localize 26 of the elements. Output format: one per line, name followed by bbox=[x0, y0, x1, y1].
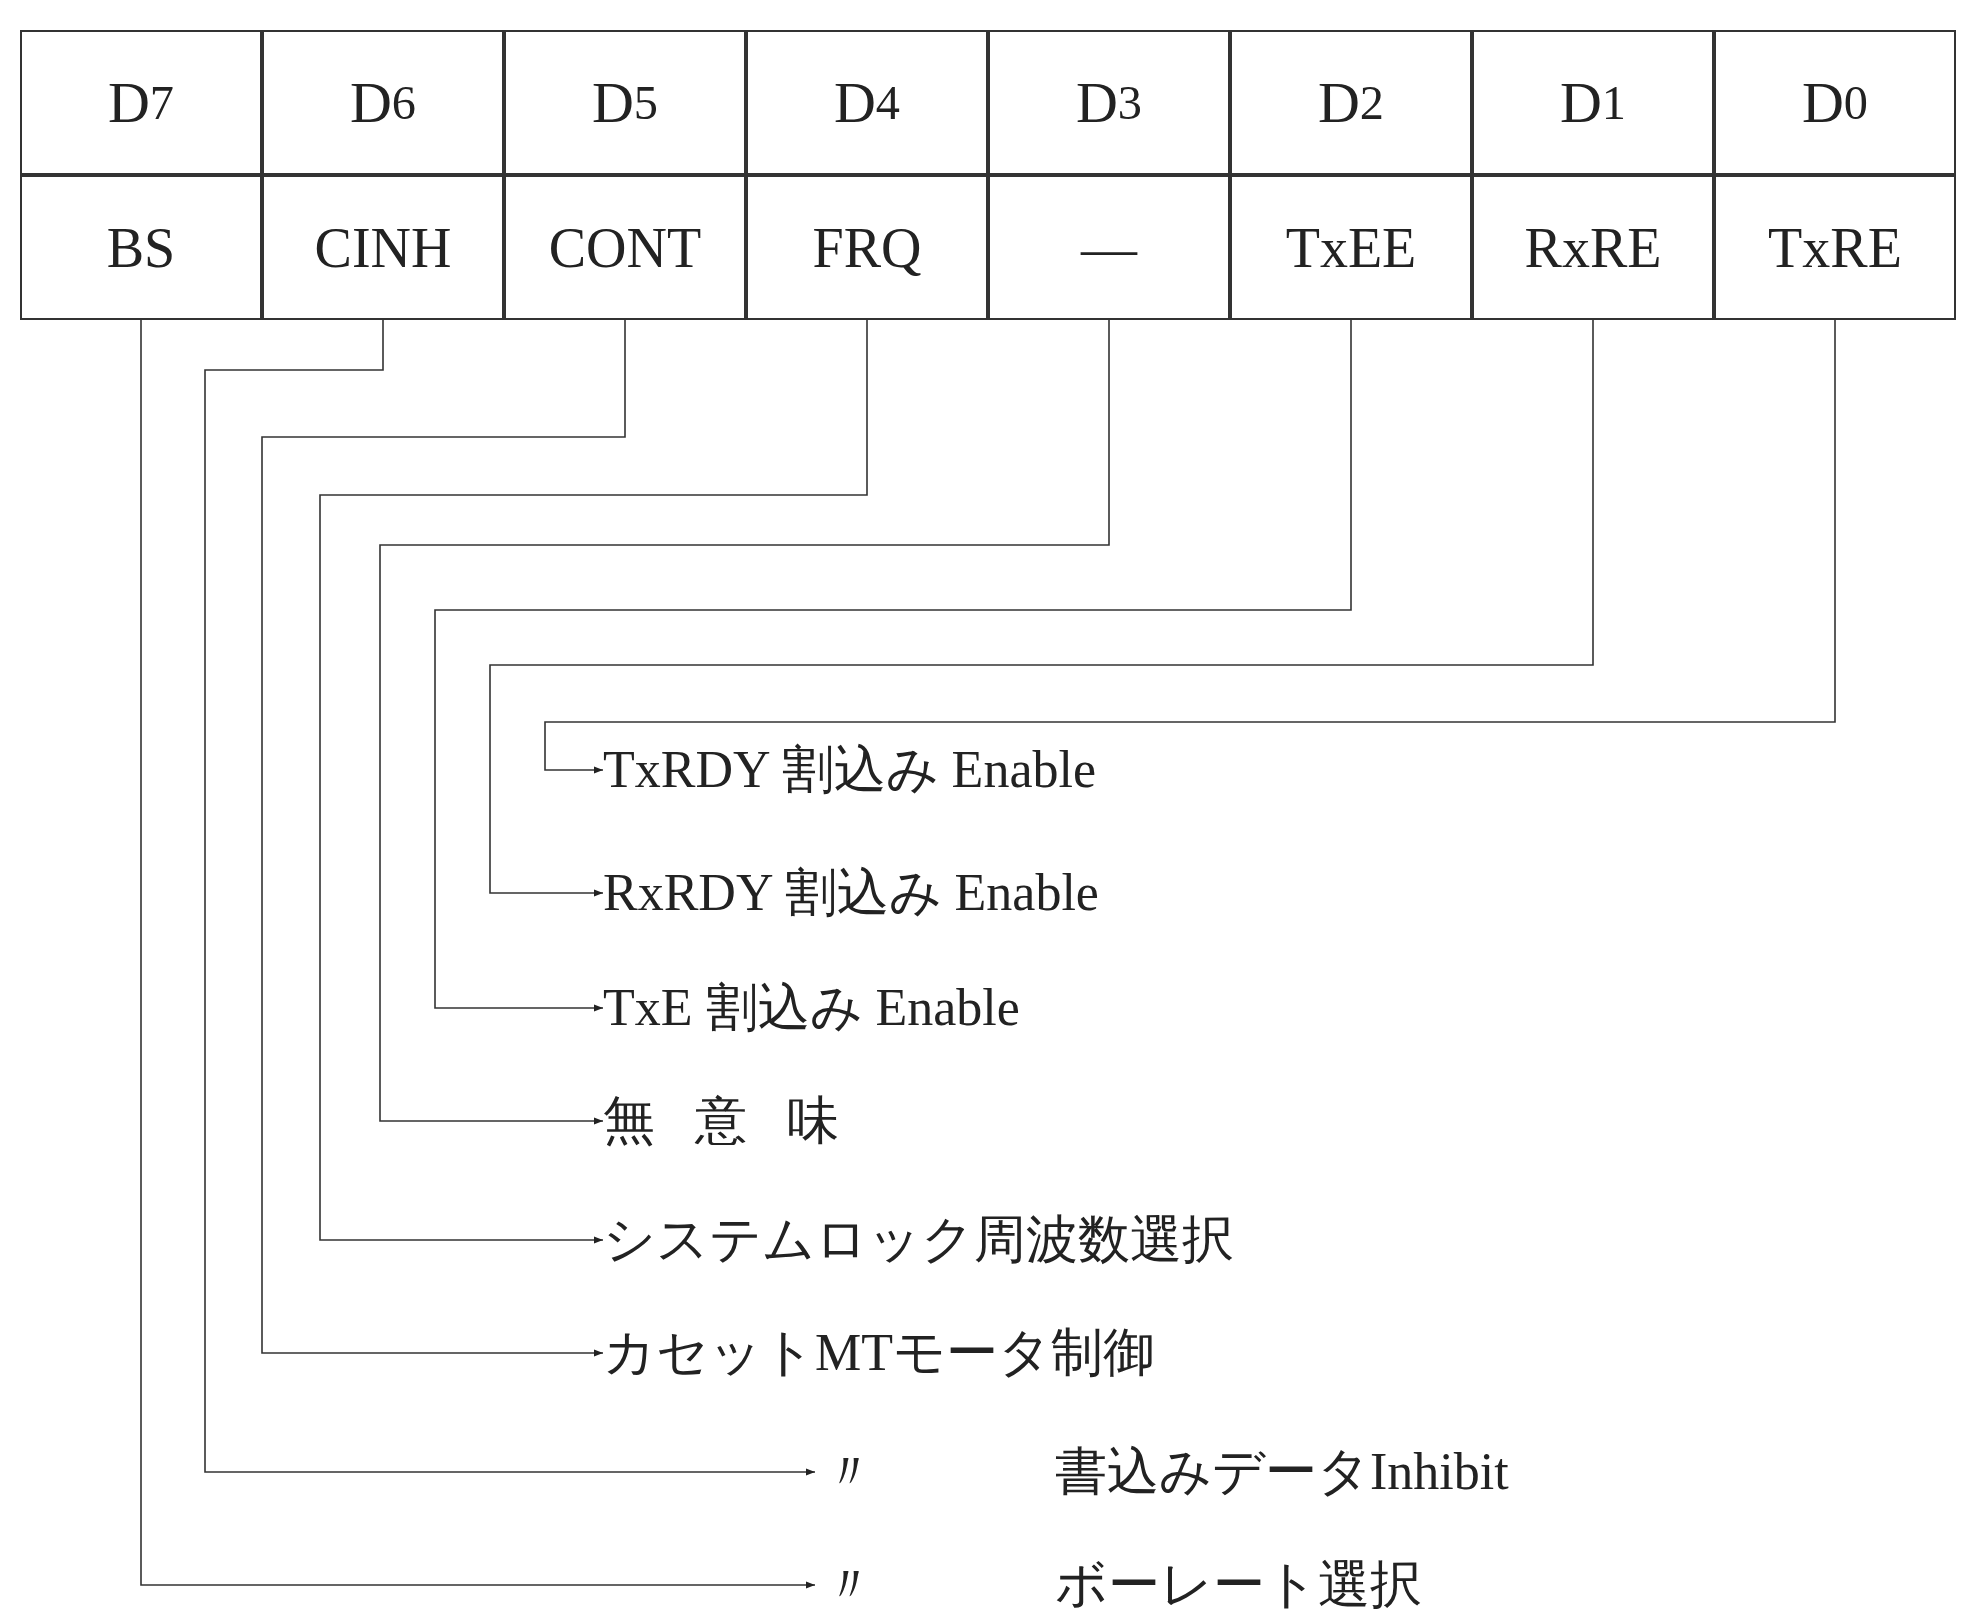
bit-description: RxRDY 割込み Enable bbox=[603, 863, 1099, 923]
bit-name-cell: TxEE bbox=[1230, 175, 1472, 320]
bit-name-cell: — bbox=[988, 175, 1230, 320]
leader-arrow bbox=[261, 319, 626, 1357]
bit-name-cell: CINH bbox=[262, 175, 504, 320]
ditto-mark: 〃 bbox=[823, 1442, 875, 1502]
bit-description: 無意味 bbox=[603, 1091, 879, 1151]
bit-description: ボーレート選択 bbox=[1055, 1555, 1422, 1615]
leader-arrow bbox=[489, 319, 1594, 897]
leader-arrow bbox=[544, 319, 1836, 774]
bit-description: TxRDY 割込み Enable bbox=[603, 740, 1096, 800]
bit-description: カセットMTモータ制御 bbox=[603, 1323, 1155, 1383]
bit-name-cell: TxRE bbox=[1714, 175, 1956, 320]
ditto-mark: 〃 bbox=[823, 1555, 875, 1615]
leader-arrow bbox=[434, 319, 1352, 1012]
leader-arrow bbox=[379, 319, 1110, 1125]
bit-description: TxE 割込み Enable bbox=[603, 978, 1020, 1038]
bit-description: システムロック周波数選択 bbox=[603, 1210, 1234, 1270]
leader-arrow bbox=[140, 319, 816, 1589]
bit-description: 書込みデータInhibit bbox=[1055, 1442, 1509, 1502]
bit-name-cell: CONT bbox=[504, 175, 746, 320]
bit-name-cell: FRQ bbox=[746, 175, 988, 320]
leader-arrow bbox=[319, 319, 868, 1244]
bit-name-cell: BS bbox=[20, 175, 262, 320]
leader-arrow bbox=[204, 319, 816, 1476]
bit-name-cell: RxRE bbox=[1472, 175, 1714, 320]
